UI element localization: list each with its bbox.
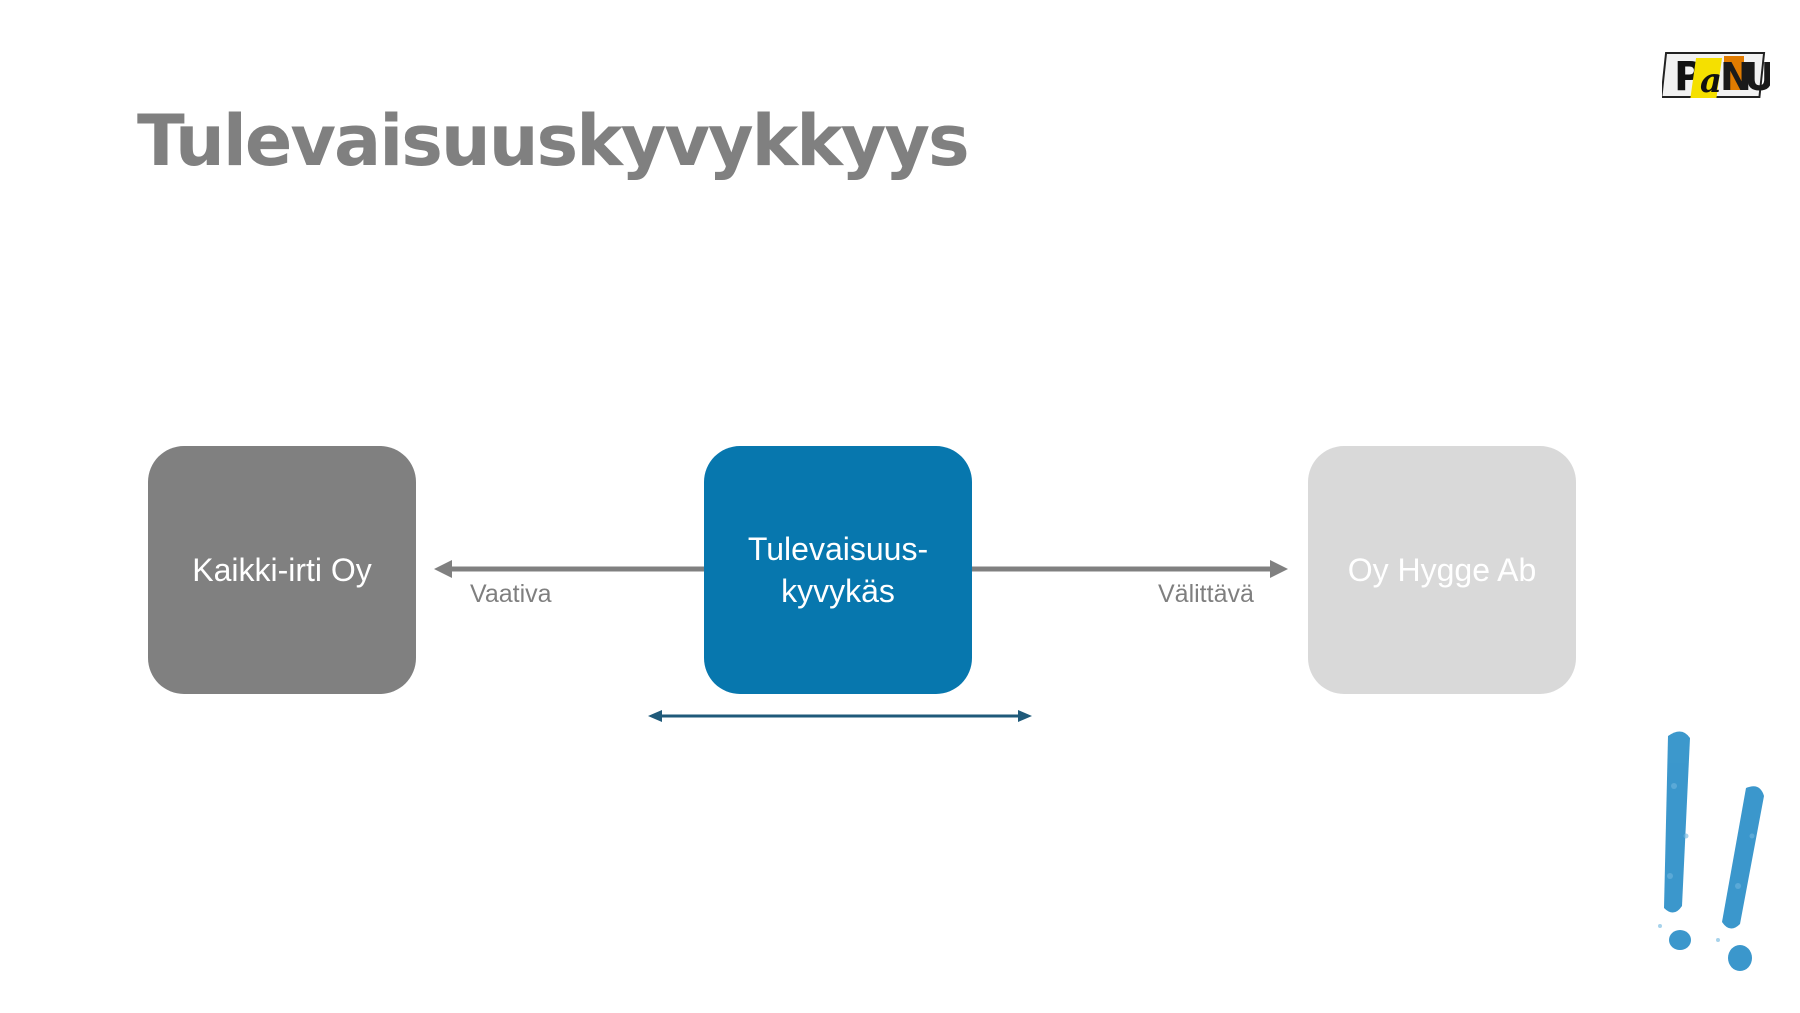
node-kaikki-irti: Kaikki-irti Oy <box>148 446 416 694</box>
edge-label-valittava: Välittävä <box>1158 580 1254 608</box>
node-label: Kaikki-irti Oy <box>192 552 372 588</box>
logo-letter-u: U <box>1744 55 1770 99</box>
logo-letter-n: N <box>1720 55 1752 99</box>
edge-label-vaativa: Vaativa <box>470 580 552 608</box>
arrow-bidirectional <box>648 710 1032 722</box>
arrow-vaativa <box>434 560 704 578</box>
node-hygge: Oy Hygge Ab <box>1308 446 1576 694</box>
double-exclamation-icon <box>1658 731 1764 971</box>
slide-title: Tulevaisuuskyvykkyys <box>137 100 970 182</box>
arrow-valittava <box>972 560 1288 578</box>
logo-letter-a: a <box>1700 61 1722 101</box>
node-tulevaisuuskyvykas: Tulevaisuus- kyvykäs <box>704 446 972 694</box>
node-label: Tulevaisuus- kyvykäs <box>747 531 929 609</box>
panu-logo: P a N U <box>1662 52 1770 101</box>
node-label: Oy Hygge Ab <box>1347 552 1537 588</box>
